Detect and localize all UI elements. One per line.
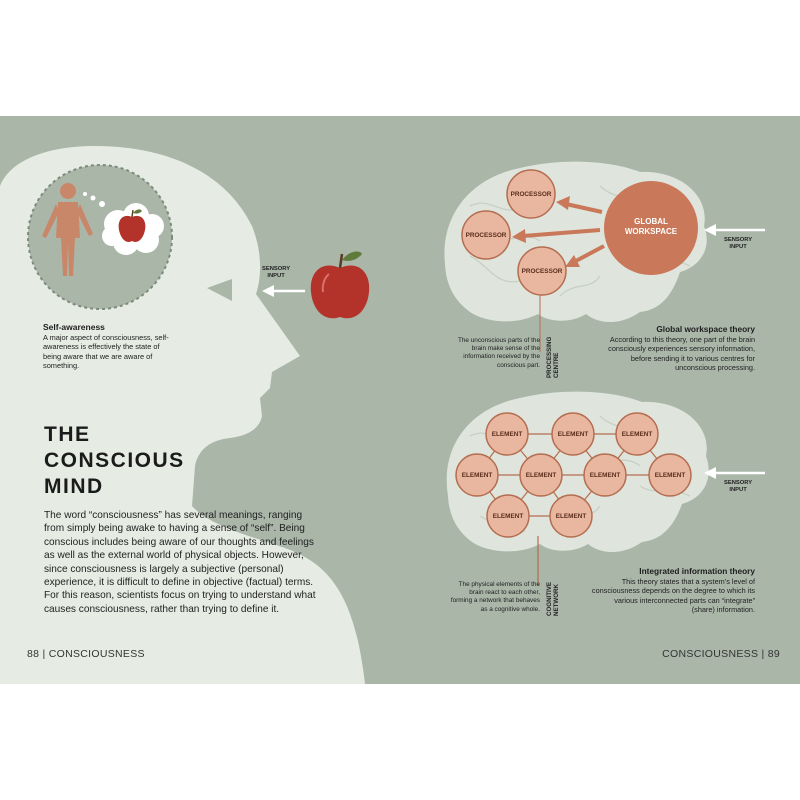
element-node xyxy=(615,412,659,456)
element-label: ELEMENT xyxy=(493,513,524,520)
global-workspace-hub xyxy=(604,181,698,275)
apple-icon xyxy=(310,251,370,319)
illustration-layer: PROCESSOR PROCESSOR PROCESSOR GLOBAL WOR… xyxy=(0,146,765,684)
gw-caption: The unconscious parts of the brain make … xyxy=(457,337,540,369)
thought-dot-icon xyxy=(99,201,105,207)
element-label: ELEMENT xyxy=(655,472,686,479)
element-label: ELEMENT xyxy=(462,472,493,479)
element-label: ELEMENT xyxy=(526,472,557,479)
gw-body: According to this theory, one part of th… xyxy=(608,335,755,373)
folio-right: CONSCIOUSNESS | 89 xyxy=(662,648,780,660)
processor-node xyxy=(517,246,567,296)
element-node xyxy=(583,453,627,497)
gw-arrows xyxy=(512,196,605,267)
element-node xyxy=(485,412,529,456)
eye-shape xyxy=(207,279,232,301)
processor-label: PROCESSOR xyxy=(522,268,563,275)
hub-label-1: GLOBAL xyxy=(634,217,668,226)
book-spread: PROCESSOR PROCESSOR PROCESSOR GLOBAL WOR… xyxy=(0,116,800,684)
processor-label: PROCESSOR xyxy=(511,191,552,198)
iit-heading: Integrated information theory xyxy=(639,566,755,576)
element-node xyxy=(519,453,563,497)
thought-dot-icon xyxy=(83,192,87,196)
element-label: ELEMENT xyxy=(590,472,621,479)
person-figure-icon xyxy=(42,183,93,276)
element-node xyxy=(455,453,499,497)
element-node xyxy=(648,453,692,497)
element-node xyxy=(551,412,595,456)
iit-body: This theory states that a system’s level… xyxy=(591,577,755,615)
self-awareness-body: A major aspect of consciousness, self-aw… xyxy=(43,333,169,371)
element-nodes: ELEMENT ELEMENT ELEMENT ELEMENT ELEMENT ELEME… xyxy=(455,412,692,538)
processor-node xyxy=(461,210,511,260)
sensory-input-arrow-right-1 xyxy=(704,224,765,236)
self-awareness-heading: Self-awareness xyxy=(43,322,105,332)
folio-left: 88 | CONSCIOUSNESS xyxy=(27,648,145,660)
hub-label-2: WORKSPACE xyxy=(625,227,678,236)
gw-vertical-label: PROCESSING CENTRE xyxy=(546,336,560,378)
iit-caption: The physical elements of the brain react… xyxy=(450,581,540,613)
element-label: ELEMENT xyxy=(556,513,587,520)
intro-paragraph: The word “consciousness” has several mea… xyxy=(44,510,316,615)
small-apple-icon xyxy=(118,209,146,242)
element-node xyxy=(486,494,530,538)
gw-nodes: PROCESSOR PROCESSOR PROCESSOR GLOBAL WOR… xyxy=(461,169,698,352)
element-label: ELEMENT xyxy=(492,431,523,438)
processor-node xyxy=(506,169,556,219)
gw-heading: Global workspace theory xyxy=(656,324,755,334)
sensory-input-arrow-right-2 xyxy=(704,467,765,479)
page-title: THE CONSCIOUS MIND xyxy=(44,423,185,498)
processor-label: PROCESSOR xyxy=(466,232,507,239)
element-label: ELEMENT xyxy=(558,431,589,438)
element-node xyxy=(549,494,593,538)
sensory-input-arrow-left xyxy=(262,285,305,297)
element-label: ELEMENT xyxy=(622,431,653,438)
thought-dot-icon xyxy=(90,195,96,201)
iit-vertical-label: COGNITIVE NETWORK xyxy=(546,581,560,616)
